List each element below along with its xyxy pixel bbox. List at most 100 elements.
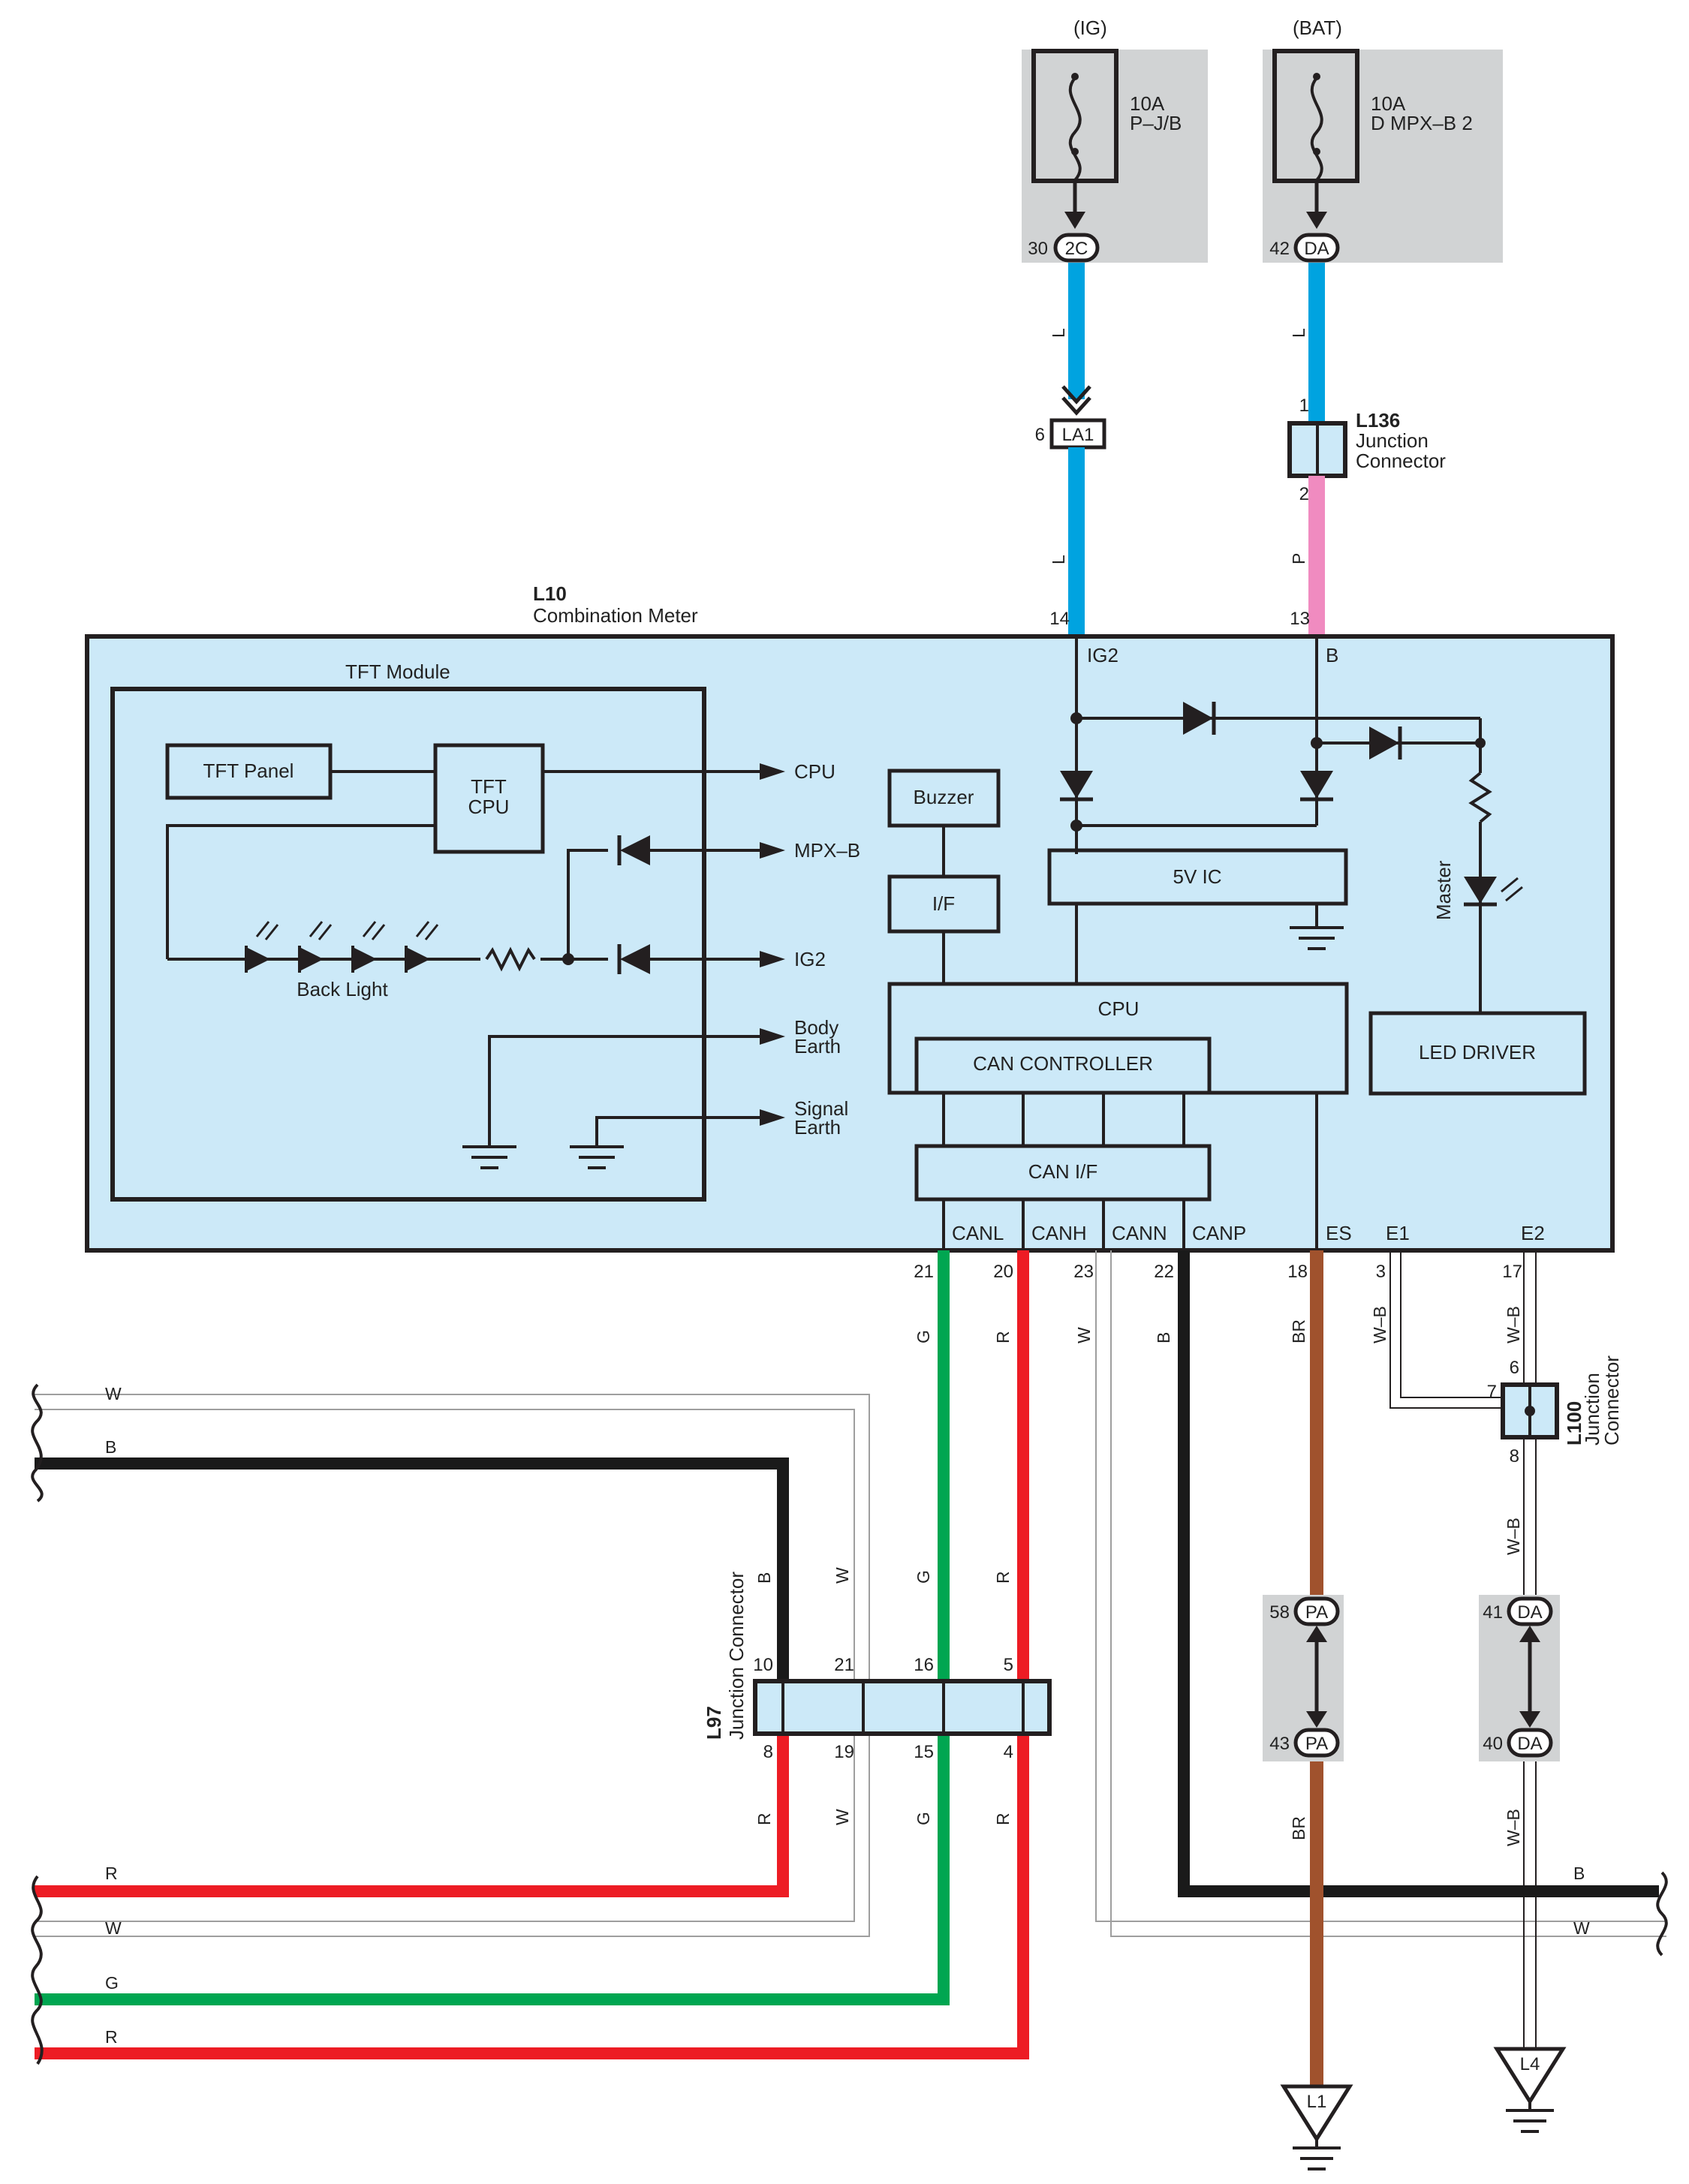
pa-connector-pair: PA 58 PA 43 <box>1263 1595 1344 1761</box>
l136-pin-bottom: 2 <box>1299 484 1309 504</box>
tft-out-ig2: IG2 <box>794 948 826 970</box>
da-connector-pair: DA 41 DA 40 <box>1479 1595 1560 1761</box>
wire-code-b-l97: B <box>754 1572 774 1584</box>
term-canp: CANP <box>1192 1222 1246 1244</box>
tft-module-box <box>110 687 706 1202</box>
signal-earth-label-1: Signal <box>794 1097 848 1120</box>
meter-name: Combination Meter <box>533 604 698 627</box>
term-es: ES <box>1326 1222 1352 1244</box>
body-earth-arrow <box>760 1028 785 1045</box>
backlight-led-2 <box>300 947 324 971</box>
backlight-led-3-rays <box>362 921 386 940</box>
source-bat-label: (BAT) <box>1293 17 1342 39</box>
wire-code-r-3: R <box>993 1812 1013 1825</box>
ig2-5v-diode <box>1060 771 1093 799</box>
wire-code-l-1: L <box>1049 328 1068 338</box>
ic5v-box <box>1047 848 1348 906</box>
wire-break-marks-right <box>1656 1871 1668 1957</box>
master-junction <box>1475 738 1486 748</box>
pa-top-code: PA <box>1305 1602 1328 1623</box>
wire-code-r-2: R <box>993 1571 1013 1584</box>
fuse-bat-dot-top <box>1313 73 1320 80</box>
wire-code-r-left-2: R <box>105 2027 118 2047</box>
connector-la1-pin: 6 <box>1035 425 1045 445</box>
tft-out-mpxb: MPX–B <box>794 839 860 862</box>
la1-chevron-1 <box>1061 385 1091 405</box>
pin-canl: 21 <box>914 1262 934 1282</box>
wire-code-w-left-bottom: W <box>105 1918 122 1938</box>
feed-wires: LA1 6 L L 14 L 1 2 L136 Junction Connect… <box>1035 263 1446 636</box>
wire-code-b-right: B <box>1573 1864 1585 1883</box>
backlight-led-3 <box>353 947 377 971</box>
wire-code-w-left-top: W <box>105 1384 122 1403</box>
wb-e1-outer <box>1389 1250 1501 1409</box>
pa-arrow-down <box>1306 1711 1327 1728</box>
wire-code-wb-e2: W–B <box>1504 1306 1523 1343</box>
w-wire-cann-outer <box>1095 1250 1666 1922</box>
da-bottom <box>1507 1728 1553 1758</box>
r-wire-lower <box>35 1734 1029 2059</box>
wire-code-g-3: G <box>914 1812 933 1825</box>
ic5v-ground <box>1290 926 1344 950</box>
signal-earth-line <box>595 1116 764 1147</box>
led-driver-label: LED DRIVER <box>1419 1041 1536 1063</box>
term-e1: E1 <box>1386 1222 1410 1244</box>
body-earth-line <box>488 1035 764 1147</box>
meter-pin-ig2: 14 <box>1049 609 1070 629</box>
source-ig-label: (IG) <box>1073 17 1107 39</box>
connector-da-top <box>1293 233 1340 263</box>
wire-code-b-left: B <box>105 1437 116 1457</box>
wire-code-l-2: L <box>1049 555 1068 564</box>
pa-arrow-up <box>1306 1626 1327 1642</box>
wire-code-br-1: BR <box>1289 1319 1308 1343</box>
b-wire-canp <box>1178 1250 1659 1897</box>
fuse-bat-rating: 10A <box>1371 92 1406 115</box>
body-earth-label-1: Body <box>794 1016 838 1039</box>
da-top-code: DA <box>1517 1602 1542 1623</box>
backlight-label: Back Light <box>297 978 388 1000</box>
term-canl: CANL <box>952 1222 1004 1244</box>
fuse-bat-background <box>1263 50 1503 263</box>
pa-bottom-code: PA <box>1305 1734 1328 1754</box>
fuse-ig-element <box>1068 77 1082 182</box>
backlight-led-1-rays <box>255 921 279 940</box>
fuse-ig-dot-top <box>1071 73 1079 80</box>
meter-pin-b: 13 <box>1290 609 1310 629</box>
l100-pin-top: 6 <box>1510 1358 1519 1378</box>
cpu-label: CPU <box>1098 997 1140 1020</box>
ground-l1-label: L1 <box>1307 2092 1327 2112</box>
ground-l4-label: L4 <box>1520 2054 1540 2074</box>
tft-cpu-box <box>433 743 545 854</box>
da-top-pin: 41 <box>1483 1602 1503 1623</box>
wire-code-g-left: G <box>105 1973 119 1993</box>
can-controller-label: CAN CONTROLLER <box>973 1052 1153 1075</box>
wb-e1-inner <box>1400 1250 1501 1398</box>
backlight-feed-line <box>166 824 435 959</box>
wire-code-g-2: G <box>914 1570 933 1584</box>
l97-pin-top-1: 10 <box>753 1655 773 1675</box>
l97-pin-bottom-1: 8 <box>763 1742 773 1762</box>
mpxb-branch-line <box>567 849 608 959</box>
fuse-bat-dot-bottom <box>1313 148 1320 155</box>
can-controller-box <box>914 1036 1212 1095</box>
pin-e1: 3 <box>1376 1262 1386 1282</box>
body-earth-ground <box>462 1145 516 1169</box>
tft-module-label: TFT Module <box>345 660 450 683</box>
l100-line2: Connector <box>1600 1355 1623 1445</box>
ig2-master-diode <box>1183 702 1213 735</box>
backlight-leds <box>245 921 439 973</box>
signal-earth-arrow <box>760 1109 785 1126</box>
pin-canh: 20 <box>993 1262 1013 1282</box>
w-wire-cann-inner <box>1110 1250 1666 1937</box>
tft-out-cpu: CPU <box>794 760 835 783</box>
fuse-ig-group: (IG) 10A P–J/B 2C 30 <box>1022 17 1208 263</box>
fuse-bat-name: D MPX–B 2 <box>1371 112 1473 134</box>
term-cann: CANN <box>1112 1222 1167 1244</box>
can-if-box <box>914 1144 1212 1202</box>
wire-code-w-right: W <box>1573 1918 1590 1938</box>
term-e2: E2 <box>1521 1222 1545 1244</box>
colored-wires: B B R R G G G G R R R R B B BR BR <box>35 1250 1659 2086</box>
signal-earth-label-2: Earth <box>794 1116 841 1139</box>
connector-la1-code: LA1 <box>1062 425 1094 445</box>
wire-code-wb-mid: W–B <box>1504 1518 1523 1555</box>
